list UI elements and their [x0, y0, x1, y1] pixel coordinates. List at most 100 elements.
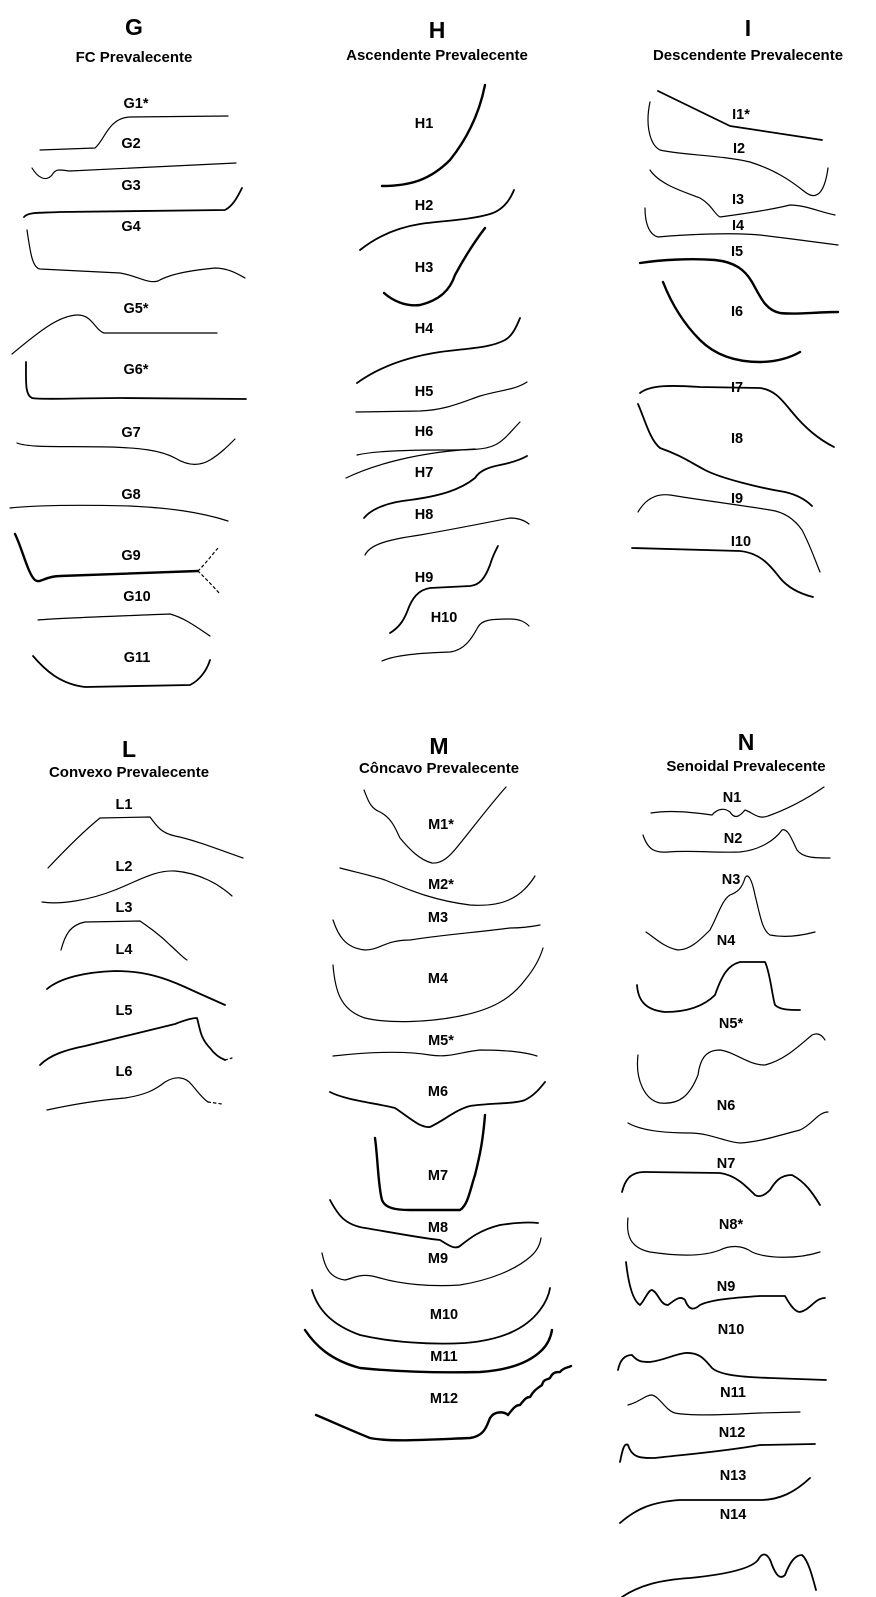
label-n13: N13	[720, 1468, 747, 1484]
label-l2: L2	[116, 859, 133, 875]
contour-i9	[638, 495, 820, 572]
label-i10: I10	[731, 534, 751, 550]
label-m3: M3	[428, 910, 448, 926]
contour-g4	[27, 230, 245, 282]
contour-n6	[628, 1112, 828, 1143]
label-g9: G9	[121, 548, 140, 564]
label-g11: G11	[124, 650, 151, 666]
contour-m11	[305, 1330, 552, 1372]
label-g6: G6*	[124, 362, 149, 378]
label-h6: H6	[415, 424, 434, 440]
label-g4: G4	[121, 219, 140, 235]
section-i-header: I Descendente Prevalecente	[653, 15, 843, 64]
section-m-header: M Côncavo Prevalecente	[359, 733, 519, 777]
label-n1: N1	[723, 790, 742, 806]
label-m7: M7	[428, 1168, 448, 1184]
label-n2: N2	[724, 831, 743, 847]
section-h-subtitle: Ascendente Prevalecente	[346, 47, 528, 64]
label-h2: H2	[415, 198, 434, 214]
label-l6: L6	[116, 1064, 133, 1080]
contour-g10	[38, 614, 210, 636]
contour-n12	[620, 1444, 815, 1462]
contour-i10	[632, 548, 813, 597]
label-h7: H7	[415, 465, 434, 481]
label-h1: H1	[415, 116, 434, 132]
label-n14: N14	[720, 1507, 747, 1523]
label-g10: G10	[123, 589, 150, 605]
contour-m5	[333, 1050, 537, 1056]
label-n3: N3	[722, 872, 741, 888]
label-m12: M12	[430, 1391, 458, 1407]
contour-l5-dotted	[225, 1058, 232, 1060]
section-i-subtitle: Descendente Prevalecente	[653, 47, 843, 64]
label-n9: N9	[717, 1279, 736, 1295]
label-l3: L3	[116, 900, 133, 916]
section-l-header: L Convexo Prevalecente	[49, 736, 209, 781]
column-i-contours: I1* I2 I3 I4 I5 I6 I7 I8 I9 I10	[632, 91, 838, 597]
contour-h8	[365, 518, 529, 555]
label-h3: H3	[415, 260, 434, 276]
section-n-letter: N	[738, 729, 755, 755]
contour-n14	[622, 1555, 816, 1597]
contour-n10	[618, 1353, 826, 1380]
contour-n13	[620, 1478, 810, 1523]
contour-h3	[384, 228, 485, 305]
column-g-contours: G1* G2 G3 G4 G5* G6* G7 G8 G9 G10 G11	[10, 96, 246, 687]
label-n10: N10	[718, 1322, 745, 1338]
contour-l6	[47, 1078, 208, 1110]
contour-g2	[32, 163, 236, 179]
label-n7: N7	[717, 1156, 736, 1172]
contour-h2	[360, 190, 514, 250]
contour-i8	[638, 404, 812, 506]
label-g3: G3	[121, 178, 140, 194]
label-h5: H5	[415, 384, 434, 400]
contour-l5	[40, 1018, 225, 1065]
label-i3: I3	[732, 192, 744, 208]
label-i1: I1*	[732, 107, 750, 123]
contour-l2	[42, 871, 232, 903]
contour-n5	[637, 1034, 825, 1103]
label-i6: I6	[731, 304, 743, 320]
contour-h1	[382, 85, 485, 186]
label-h8: H8	[415, 507, 434, 523]
label-g2: G2	[121, 136, 140, 152]
label-g8: G8	[121, 487, 140, 503]
label-h4: H4	[415, 321, 434, 337]
label-l5: L5	[116, 1003, 133, 1019]
section-i-letter: I	[745, 15, 751, 41]
section-m-subtitle: Côncavo Prevalecente	[359, 760, 519, 777]
contour-n7	[622, 1172, 820, 1205]
contour-l6-dotted	[208, 1102, 222, 1104]
label-g5: G5*	[124, 301, 149, 317]
contour-g9-dotted-upper	[198, 548, 218, 571]
contour-h5	[356, 382, 527, 412]
column-m-contours: M1* M2* M3 M4 M5* M6 M7 M8 M9 M10 M11 M1…	[305, 787, 571, 1440]
contour-h4	[357, 318, 520, 383]
label-h9: H9	[415, 570, 434, 586]
label-n5: N5*	[719, 1016, 744, 1032]
label-m6: M6	[428, 1084, 448, 1100]
section-n-subtitle: Senoidal Prevalecente	[666, 758, 825, 775]
contour-h6	[357, 422, 520, 455]
section-n-header: N Senoidal Prevalecente	[666, 729, 825, 775]
label-m4: M4	[428, 971, 448, 987]
label-m2: M2*	[428, 877, 454, 893]
contour-g11	[33, 656, 210, 687]
label-i8: I8	[731, 431, 743, 447]
column-n-contours: N1 N2 N3 N4 N5* N6 N7 N8* N9 N10 N11 N12…	[618, 787, 830, 1597]
label-l1: L1	[116, 797, 133, 813]
contour-m7	[375, 1115, 485, 1210]
label-m11: M11	[430, 1349, 457, 1365]
label-g1: G1*	[124, 96, 149, 112]
label-n11: N11	[720, 1385, 746, 1401]
label-i4: I4	[732, 218, 744, 234]
section-h-letter: H	[429, 17, 446, 43]
contour-g5	[12, 315, 217, 354]
label-n6: N6	[717, 1098, 736, 1114]
label-n8: N8*	[719, 1217, 744, 1233]
contour-l4	[47, 971, 225, 1005]
column-l-contours: L1 L2 L3 L4 L5 L6	[40, 797, 243, 1110]
column-h-contours: H1 H2 H3 H4 H5 H6 H7 H8 H9 H10	[346, 85, 529, 661]
section-h-header: H Ascendente Prevalecente	[346, 17, 528, 64]
